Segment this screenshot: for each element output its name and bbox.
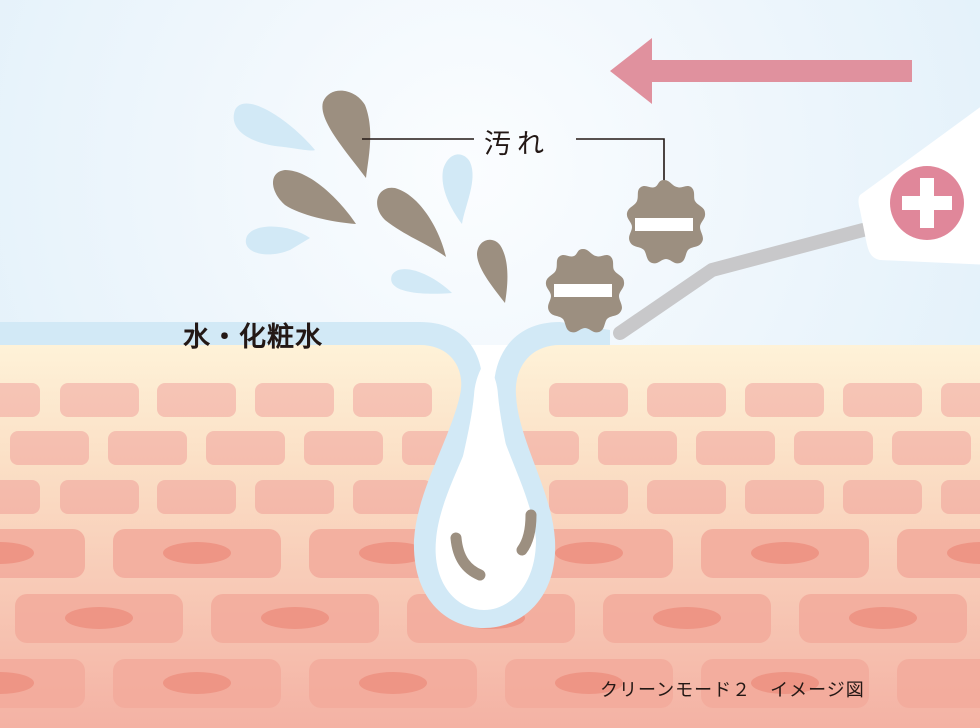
pore-dirt-right: [516, 509, 537, 556]
plus-charge-icon: [890, 166, 964, 240]
minus-charge-icon: [545, 249, 625, 333]
minus-charge-icon: [626, 180, 706, 264]
dirt-label: 汚れ: [484, 129, 550, 160]
probe-wire: [613, 223, 870, 340]
left-arrow-icon: [610, 38, 912, 104]
pore: [0, 322, 610, 628]
dirt-droplets: [272, 90, 508, 303]
pore-dirt-left: [450, 532, 486, 581]
caption: クリーンモード２ イメージ図: [600, 680, 865, 701]
water-lotion-label: 水・化粧水: [183, 322, 323, 353]
water-droplets: [233, 103, 473, 294]
stratum-cells: [0, 383, 980, 514]
